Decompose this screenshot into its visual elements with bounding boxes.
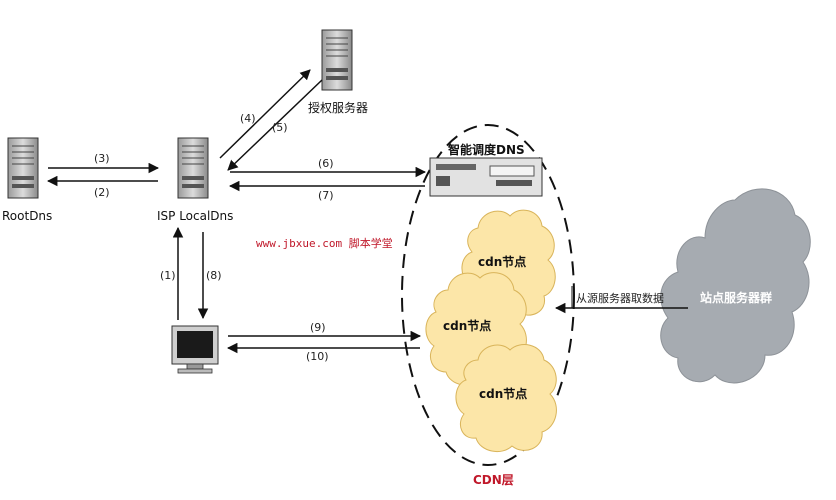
smart-dns-label: 智能调度DNS: [447, 142, 525, 157]
site-server-cloud-icon: [660, 188, 811, 384]
auth-server-icon: [321, 29, 353, 91]
edge-label-4: (4): [240, 112, 256, 125]
edge-label-9: (9): [310, 321, 326, 334]
edge-label-7: (7): [318, 189, 334, 202]
isp-localdns-label: ISP LocalDns: [157, 209, 233, 223]
edge-label-1: (1): [160, 269, 176, 282]
edge-label-10: (10): [306, 350, 329, 363]
root-dns-label: RootDns: [2, 209, 52, 223]
edge-label-2: (2): [94, 186, 110, 199]
arrow-5: [227, 79, 323, 171]
edge-label-8: (8): [206, 269, 222, 282]
smart-dns-server-icon: [429, 157, 543, 197]
watermark-text: www.jbxue.com 脚本学堂: [256, 236, 393, 250]
site-cluster-label: 站点服务器群: [700, 290, 772, 305]
edge-label-3: (3): [94, 152, 110, 165]
arrow-4: [219, 69, 311, 159]
origin-fetch-label: 从源服务器取数据: [576, 291, 664, 305]
isp-localdns-server-icon: [177, 137, 209, 199]
root-dns-server-icon: [7, 137, 39, 199]
cdn-node-3-shape: [455, 344, 557, 453]
cdn-node-2-label: cdn节点: [443, 318, 491, 333]
edge-label-6: (6): [318, 157, 334, 170]
cdn-layer-label: CDN层: [473, 473, 514, 487]
cdn-node-3-label: cdn节点: [479, 386, 527, 401]
auth-server-label: 授权服务器: [308, 100, 368, 115]
cdn-layer-boundary: [401, 124, 575, 466]
edge-label-5: (5): [272, 121, 288, 134]
cdn-node-1-label: cdn节点: [478, 254, 526, 269]
client-monitor-icon: [171, 325, 219, 374]
